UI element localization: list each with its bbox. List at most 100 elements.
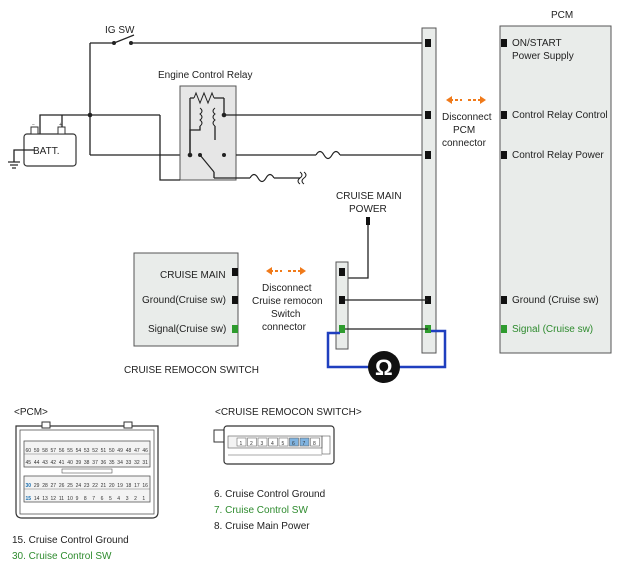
pcm-connector-pin-label: 52	[92, 448, 98, 454]
pcm-connector-pin-label: 25	[67, 483, 73, 489]
crs-connector-pin-label: 3	[261, 441, 264, 447]
crs-connector-pin	[236, 437, 247, 447]
pcm-legend-1: 15. Cruise Control Ground	[12, 535, 129, 546]
pcm-connector-pin-label: 15	[26, 496, 32, 502]
pcm-connector-pin-label: 33	[126, 460, 132, 466]
pcm-conn-pin-2	[425, 111, 431, 119]
disconnect-cruise-text-4: connector	[262, 322, 307, 333]
crs-legend-3: 8. Cruise Main Power	[214, 521, 310, 532]
pcm-connector-pin-label: 30	[26, 483, 32, 489]
pcm-connector-pin-label: 10	[67, 496, 73, 502]
pcm-pin5-label: Signal (Cruise sw)	[512, 324, 593, 335]
pcm-pin-3	[501, 151, 507, 159]
crs-connector-pin	[268, 437, 278, 447]
pcm-connector-pin-label: 11	[59, 496, 64, 502]
pcm-pin4-label: Ground (Cruise sw)	[512, 295, 599, 306]
disconnect-pcm-text-3: connector	[442, 138, 487, 149]
pcm-connector-pin-label: 49	[117, 448, 123, 454]
pcm-module	[499, 25, 612, 354]
crs-connector-pin	[247, 437, 257, 447]
pcm-connector-pin-label: 1	[142, 496, 145, 502]
engine-control-relay	[179, 85, 237, 181]
pcm-connector-pin-label: 59	[34, 448, 40, 454]
disconnect-pcm-text-2: PCM	[453, 125, 475, 136]
pcm-conn-pin-3	[425, 151, 431, 159]
crs-connector-pin	[310, 437, 320, 447]
pcm-pin3-label: Control Relay Power	[512, 150, 604, 161]
crs-connector-pin-label: 5	[282, 441, 285, 447]
crs-pin3-label: Signal(Cruise sw)	[148, 324, 226, 335]
pcm-conn-pin-1	[425, 39, 431, 47]
cruise-remocon-switch	[133, 252, 239, 347]
pcm-connector-pin-label: 28	[42, 483, 48, 489]
crs-connector-pin-label: 4	[271, 441, 274, 447]
pcm-connector-pin-label: 27	[51, 483, 57, 489]
pcm-connector-pin-label: 23	[84, 483, 90, 489]
pcm-pin-4	[501, 296, 507, 304]
pcm-connector-pin-label: 38	[84, 460, 90, 466]
pcm-connector-pin-label: 41	[59, 460, 65, 466]
crs-connector-pin-label: 7	[303, 441, 306, 447]
ig-switch	[112, 34, 135, 45]
pcm-pin1-line1: ON/START	[512, 38, 562, 49]
pcm-connector-pin-label: 16	[142, 483, 148, 489]
pcm-harness-connector	[421, 27, 437, 354]
pcm-connector-pin-label: 60	[26, 448, 32, 454]
svg-text:+: +	[59, 122, 62, 128]
pcm-connector-pin-label: 18	[126, 483, 132, 489]
pcm-connector-pin-label: 22	[92, 483, 98, 489]
disconnect-cruise-arrow	[266, 267, 306, 275]
cruise-remocon-switch-name: CRUISE REMOCON SWITCH	[124, 365, 259, 376]
pcm-connector-pin-label: 13	[42, 496, 48, 502]
pcm-connector-pin-label: 17	[134, 483, 140, 489]
pcm-title: PCM	[551, 10, 573, 21]
pcm-connector-pin-label: 53	[84, 448, 90, 454]
pcm-connector-pin-label: 19	[117, 483, 123, 489]
crs-pin1-label: CRUISE MAIN	[160, 270, 226, 281]
relay-label: Engine Control Relay	[158, 70, 253, 81]
pcm-connector-pin-label: 45	[26, 460, 32, 466]
ground-symbol	[8, 161, 20, 169]
ig-switch-label: IG SW	[105, 25, 135, 36]
pcm-connector-pin-label: 12	[51, 496, 57, 502]
crs-connector-title: <CRUISE REMOCON SWITCH>	[215, 407, 362, 418]
pcm-connector-pin-label: 14	[34, 496, 40, 502]
cruise-main-power-label-1: CRUISE MAIN	[336, 191, 402, 202]
disconnect-cruise-text-2: Cruise remocon	[252, 296, 323, 307]
ohmmeter-icon	[368, 351, 400, 383]
pcm-connector-pin-label: 37	[92, 460, 98, 466]
pcm-connector-pin-label: 35	[109, 460, 115, 466]
pcm-connector-pin-label: 5	[109, 496, 112, 502]
pcm-connector-pin-label: 51	[101, 448, 107, 454]
crs-legend-2: 7. Cruise Control SW	[214, 505, 308, 516]
battery-label: BATT.	[33, 146, 59, 157]
pcm-pin-1	[501, 39, 507, 47]
pcm-connector-pin-label: 31	[142, 460, 148, 466]
pcm-connector-pin-label: 54	[76, 448, 82, 454]
crs-connector-pin-label: 1	[240, 441, 243, 447]
pcm-connector-pin-label: 57	[51, 448, 57, 454]
pcm-connector-pin-label: 4	[117, 496, 120, 502]
pcm-connector-pin-label: 20	[109, 483, 115, 489]
pcm-connector-pin-label: 39	[76, 460, 82, 466]
pcm-connector-pin-label: 6	[101, 496, 104, 502]
pcm-connector-pin-label: 42	[51, 460, 57, 466]
crs-connector-pin-label: 2	[250, 441, 253, 447]
disconnect-cruise-text-1: Disconnect	[262, 283, 312, 294]
cruise-main-power-label-2: POWER	[349, 204, 387, 215]
crs-pin2-label: Ground(Cruise sw)	[142, 295, 226, 306]
crs-legend-1: 6. Cruise Control Ground	[214, 489, 325, 500]
pcm-pin2-label: Control Relay Control	[512, 110, 608, 121]
pcm-connector-pin-label: 36	[101, 460, 107, 466]
disconnect-pcm-arrow	[446, 96, 486, 104]
pcm-connector-pin-label: 3	[126, 496, 129, 502]
pcm-connector-pin-label: 24	[76, 483, 82, 489]
pcm-legend-2: 30. Cruise Control SW	[12, 551, 112, 562]
pcm-pin1-line2: Power Supply	[512, 51, 574, 62]
battery: − + BATT.	[23, 122, 77, 167]
pcm-connector-pin-label: 21	[101, 483, 107, 489]
crs-connector-pin	[289, 437, 299, 447]
